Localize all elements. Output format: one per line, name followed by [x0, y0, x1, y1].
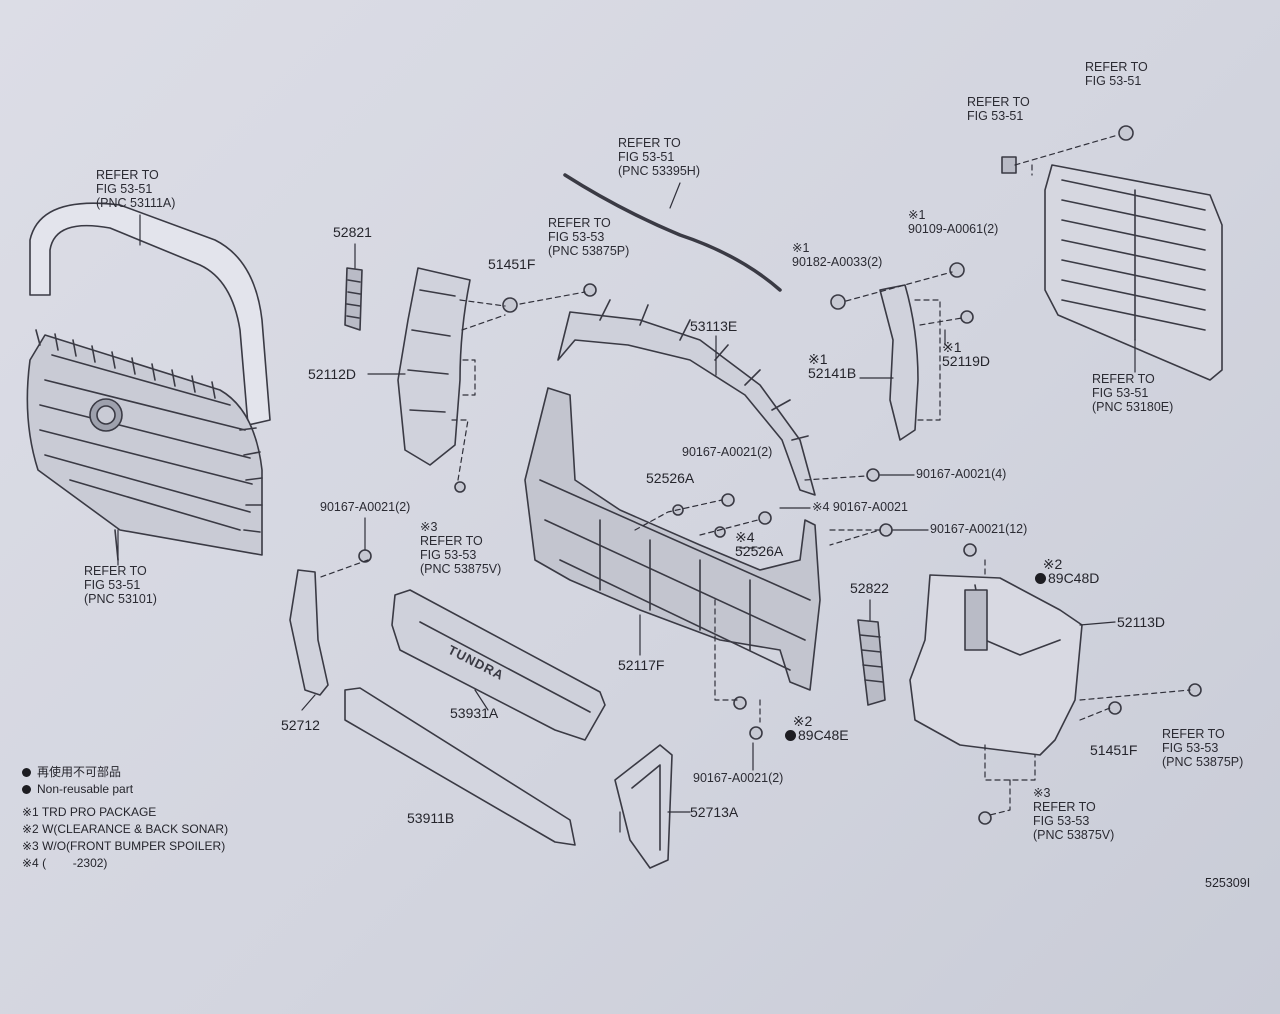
hood-seal-strip	[563, 173, 782, 292]
ref-label-fig5351-b: REFER TO FIG 53-51	[1085, 60, 1148, 88]
part-51451f-top: 51451F	[488, 256, 536, 272]
legend-note2: ※2 W(CLEARANCE & BACK SONAR)	[22, 822, 229, 836]
part-52821: 52821	[333, 224, 372, 240]
nonreusable-dot-icon	[22, 768, 31, 777]
note2-mark-e: ※2	[792, 713, 813, 729]
part-52526a-b: ※4 52526A	[735, 529, 784, 559]
legend-jp: 再使用不可部品	[37, 765, 122, 779]
dashed-connectors	[317, 134, 1191, 816]
part-90167-2-mid: 90167-A0021(2)	[682, 445, 773, 459]
part-89c48e-text: 89C48E	[798, 727, 849, 743]
legend-jp-row: 再使用不可部品	[22, 764, 228, 781]
ref-label-53101: REFER TO FIG 53-51 (PNC 53101)	[84, 564, 157, 606]
part-52712: 52712	[281, 717, 320, 733]
radiator-grille	[26, 329, 263, 561]
vent-52822	[857, 619, 886, 706]
ref-label-53395h: REFER TO FIG 53-51 (PNC 53395H)	[618, 136, 700, 178]
vent-52821	[344, 267, 363, 331]
part-90182-a0033: ※1 90182-A0033(2)	[792, 241, 883, 269]
shutter-clip	[1001, 156, 1017, 174]
part-90167-12: 90167-A0021(12)	[930, 522, 1028, 536]
shutter-assembly	[1044, 164, 1223, 381]
side-bumper-52113d	[909, 574, 1083, 756]
lower-molding-53911b	[344, 687, 576, 846]
figure-code: 525309I	[1205, 876, 1251, 890]
legend-en: Non-reusable part	[37, 782, 134, 796]
legend-note4: ※4 ( -2302)	[22, 856, 108, 870]
part-52112d: 52112D	[308, 366, 357, 382]
legend-en-row: Non-reusable part	[22, 781, 228, 798]
nonreusable-dot-icon	[22, 785, 31, 794]
part-90167-2-bottom: 90167-A0021(2)	[693, 771, 784, 785]
part-90167-s4: ※4 90167-A0021	[812, 500, 908, 514]
leader-lines	[117, 182, 1136, 833]
ref-label-53180e: REFER TO FIG 53-51 (PNC 53180E)	[1092, 372, 1174, 414]
side-bracket-52712	[289, 569, 329, 696]
legend-note1: ※1 TRD PRO PACKAGE	[22, 805, 157, 819]
nonreusable-dot-icon	[785, 730, 796, 741]
bracket-52141b	[879, 284, 919, 441]
ref-label-53875p-top: REFER TO FIG 53-53 (PNC 53875P)	[548, 216, 630, 258]
legend: 再使用不可部品 Non-reusable part ※1 TRD PRO PAC…	[22, 764, 228, 872]
ref-label-53111a: REFER TO FIG 53-51 (PNC 53111A)	[96, 168, 176, 210]
ref-label-53875p-right: REFER TO FIG 53-53 (PNC 53875P)	[1162, 727, 1244, 769]
part-52822: 52822	[850, 580, 889, 596]
part-90109-a0061: ※1 90109-A0061(2)	[908, 208, 999, 236]
lower-grille-53931a	[391, 589, 606, 741]
bumper-reinforcement-52117f	[524, 387, 821, 691]
part-52141b: ※1 52141B	[808, 351, 857, 381]
upper-retainer-53113e	[557, 299, 816, 496]
part-52713a: 52713A	[690, 804, 739, 820]
part-52117f: 52117F	[618, 657, 665, 673]
part-52113d: 52113D	[1117, 614, 1166, 630]
part-90167-4: 90167-A0021(4)	[916, 467, 1007, 481]
ref-label-53875v-left: ※3 REFER TO FIG 53-53 (PNC 53875V)	[420, 520, 502, 576]
bracket-52112d	[397, 267, 471, 466]
part-53931a: 53931A	[450, 705, 499, 721]
note2-mark-d: ※2	[1042, 556, 1063, 572]
part-51451f-right: 51451F	[1090, 742, 1138, 758]
ref-label-fig5351-a: REFER TO FIG 53-51	[967, 95, 1030, 123]
part-90167-2-left: 90167-A0021(2)	[320, 500, 411, 514]
nonreusable-dot-icon	[1035, 573, 1046, 584]
part-52526a-a: 52526A	[646, 470, 695, 486]
side-garnish-52713a	[614, 744, 673, 869]
part-53113e: 53113E	[690, 318, 738, 334]
part-53911b: 53911B	[407, 810, 455, 826]
grille-molding-arch	[29, 202, 271, 426]
part-52119d: ※1 52119D	[942, 339, 991, 369]
ref-label-53875v-right: ※3 REFER TO FIG 53-53 (PNC 53875V)	[1033, 786, 1115, 842]
part-89c48d-text: 89C48D	[1048, 570, 1100, 586]
legend-note3: ※3 W/O(FRONT BUMPER SPOILER)	[22, 839, 226, 853]
